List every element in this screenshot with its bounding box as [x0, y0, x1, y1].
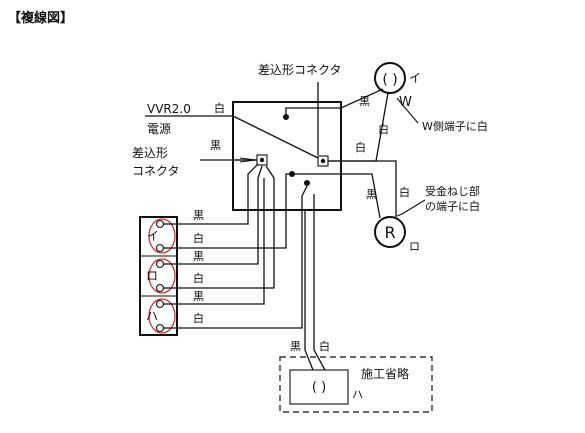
w-note-leader — [396, 97, 419, 124]
r-white-wire — [328, 160, 397, 217]
wire-label-power-white: 白 — [214, 101, 225, 115]
receptacle-r-ro: ロ — [409, 240, 420, 253]
switch-ha-top-terminal — [155, 299, 165, 309]
omitted-fixture — [289, 369, 349, 405]
receptacle-r — [374, 216, 406, 248]
omitted-fixture-letter: ハ — [352, 388, 363, 401]
white-to-connector-right — [232, 115, 319, 159]
wire-label-power-black: 黒 — [210, 139, 221, 152]
switch-ro-black-wire — [164, 165, 263, 265]
w-note: W側端子に白 — [422, 119, 488, 133]
power-label: 電源 — [147, 122, 171, 136]
lamp-i-w-mark: W — [399, 95, 412, 110]
switch-i-black-wire — [164, 163, 259, 225]
wire-label-r-white: 白 — [399, 185, 410, 199]
r-note-leader — [396, 199, 426, 217]
wire-label-switch-ha-black: 黒 — [193, 290, 204, 303]
wire-label-omitted-black: 黒 — [290, 340, 301, 353]
r-note-line-1: 受金ねじ部 — [425, 184, 480, 198]
connector-right-dot — [320, 158, 326, 164]
connector-left-label-1: 差込形 — [132, 146, 168, 160]
wire-label-lamp-i-white: 白 — [378, 122, 389, 136]
switch-i-bottom-terminal — [155, 243, 165, 253]
switch-box — [139, 216, 178, 336]
connector-left-arrow — [239, 157, 257, 163]
omitted-area — [279, 356, 433, 413]
switch-ro-top-terminal — [155, 259, 165, 269]
wire-label-omitted-white: 白 — [319, 339, 330, 353]
diagram-heading: 【複線図】 — [8, 10, 73, 26]
lamp-i-letter: イ — [409, 71, 421, 85]
switch-i-white-wire — [164, 173, 290, 249]
wire-label-lamp-i-black: 黒 — [359, 95, 370, 108]
wire-label-switch-i-black: 黒 — [193, 209, 204, 222]
cable-label: VVR2.0 — [147, 102, 191, 116]
r-black-wire — [292, 173, 381, 219]
wire-label-r-black: 黒 — [366, 188, 377, 201]
r-note-line-2: の端子に白 — [425, 199, 480, 213]
lamp-i — [374, 62, 406, 94]
switch-ha-black-wire — [164, 178, 265, 305]
omitted-white-wire — [313, 194, 326, 371]
wire-label-switch-ro-white: 白 — [193, 271, 204, 285]
lamp-i-black-wire — [285, 88, 384, 117]
wire-label-switch-ro-black: 黒 — [193, 250, 204, 263]
switch-i-highlight — [148, 218, 176, 254]
switch-ro-highlight — [148, 258, 176, 294]
wire-label-switch-ha-white: 白 — [193, 311, 204, 325]
switch-ro-letter: ロ — [146, 269, 158, 283]
wire-label-right-white: 白 — [355, 140, 366, 154]
lamp-i-symbol: ( ) — [382, 72, 397, 88]
junction-dot-3 — [304, 180, 310, 186]
connector-top-label: 差込形コネクタ — [258, 63, 342, 77]
switch-ha-highlight — [148, 298, 176, 334]
omitted-black-wire — [304, 210, 314, 371]
switch-ro-white-wire — [164, 165, 275, 289]
omitted-label: 施工省略 — [361, 366, 409, 381]
joint-box — [232, 101, 342, 211]
switch-i-letter: イ — [147, 229, 159, 243]
wire-label-switch-i-white: 白 — [193, 231, 204, 245]
switch-ro-bottom-terminal — [155, 283, 165, 293]
switch-ha-bottom-terminal — [155, 323, 165, 333]
connector-left-dot — [259, 157, 265, 163]
switch-ha-white-wire — [164, 185, 308, 329]
connector-left-label-2: コネクタ — [132, 164, 180, 178]
switch-i-top-terminal — [155, 219, 165, 229]
omitted-fixture-symbol: ( ) — [312, 380, 326, 395]
receptacle-r-letter: R — [384, 223, 395, 242]
switch-ha-letter: ハ — [146, 309, 158, 323]
